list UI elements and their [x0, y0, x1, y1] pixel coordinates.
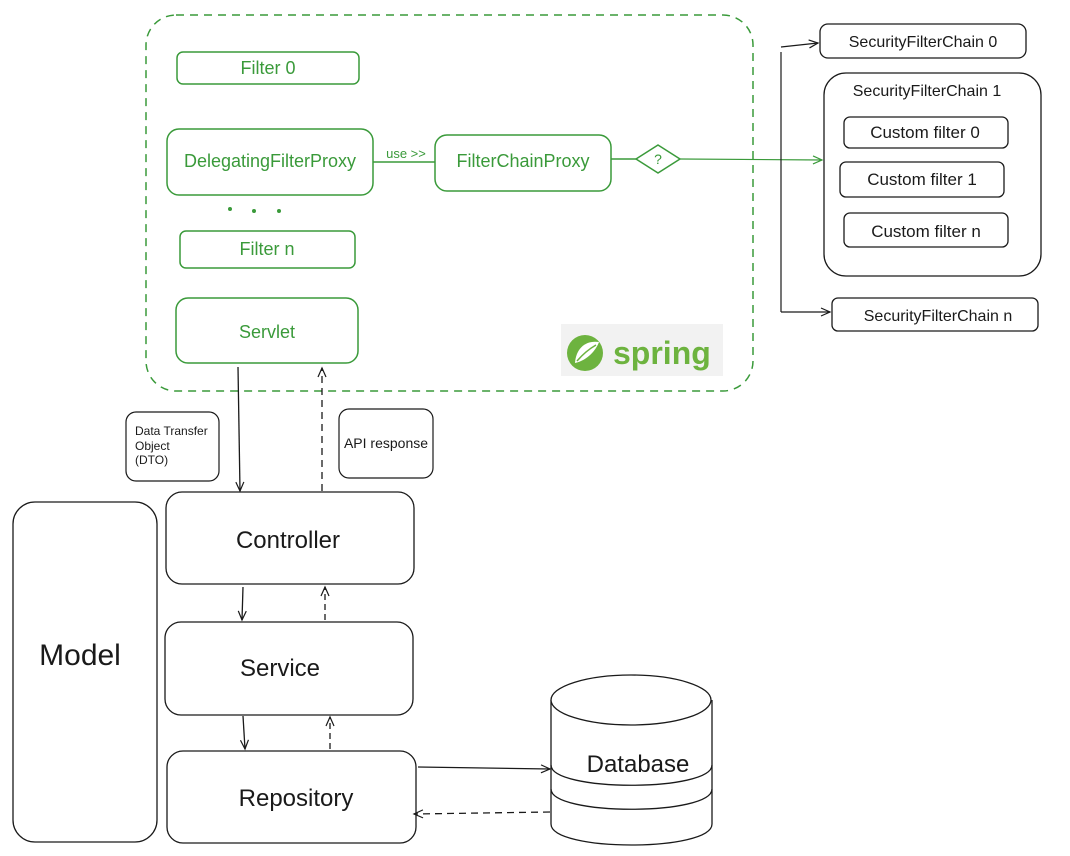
repository-node[interactable]: Repository: [166, 750, 417, 844]
service-node[interactable]: Service: [164, 621, 414, 716]
custom-filter-1-label: Custom filter 1: [867, 170, 977, 189]
servlet-node[interactable]: Servlet: [175, 297, 359, 364]
model-label: Model: [39, 639, 121, 672]
security-filter-chain-0-label: SecurityFilterChain 0: [849, 34, 998, 51]
custom-filter-0-label: Custom filter 0: [870, 123, 980, 142]
security-filter-chain-n-label: SecurityFilterChain n: [864, 308, 1013, 325]
database-to-repository-arrow: [412, 809, 551, 819]
filter-0-label: Filter 0: [240, 58, 295, 78]
filter-0-node[interactable]: Filter 0: [176, 51, 360, 85]
svg-text:Data Transfer Object: Data Transfer Object (DTO): [135, 424, 211, 467]
servlet-to-controller-arrow: [235, 366, 245, 493]
controller-node[interactable]: Controller: [165, 491, 415, 585]
filter-n-label: Filter n: [239, 239, 294, 259]
service-label: Service: [240, 655, 320, 682]
delegating-filter-proxy-label: DelegatingFilterProxy: [184, 151, 356, 171]
dto-note-line-2: Object: [135, 439, 170, 453]
spring-logo: spring: [561, 324, 723, 376]
filter-chain-proxy-label: FilterChainProxy: [456, 151, 589, 171]
security-filter-chain-1-title: SecurityFilterChain 1: [853, 83, 1002, 100]
controller-label: Controller: [236, 527, 340, 554]
decision-diamond: ?: [634, 144, 682, 174]
model-node[interactable]: Model: [12, 501, 158, 843]
use-label: use >>: [386, 146, 426, 161]
custom-filter-n-label: Custom filter n: [871, 222, 981, 241]
repository-label: Repository: [239, 785, 354, 812]
ellipsis-dots: [228, 207, 281, 213]
delegating-filter-proxy-node[interactable]: DelegatingFilterProxy: [166, 128, 374, 196]
security-filter-chain-0[interactable]: SecurityFilterChain 0: [819, 23, 1027, 59]
security-filter-chain-1[interactable]: SecurityFilterChain 1 Custom filter 0 Cu…: [823, 72, 1042, 277]
database-label: Database: [587, 751, 690, 778]
custom-filter-n[interactable]: Custom filter n: [843, 212, 1009, 248]
database-cylinder[interactable]: Database: [550, 674, 713, 846]
decision-label: ?: [654, 151, 662, 167]
filter-n-node[interactable]: Filter n: [179, 230, 356, 269]
custom-filter-1[interactable]: Custom filter 1: [839, 161, 1005, 198]
decision-to-chain-1-arrow: [679, 155, 824, 165]
dto-note-line-1: Data Transfer: [135, 424, 208, 438]
api-response-note: API response: [338, 408, 434, 479]
security-filter-chain-n[interactable]: SecurityFilterChain n: [831, 297, 1039, 332]
dto-note-line-3: (DTO): [135, 453, 168, 467]
spring-container: [145, 14, 754, 392]
api-response-label: API response: [344, 435, 428, 451]
filter-chain-proxy-node[interactable]: FilterChainProxy: [434, 134, 612, 192]
servlet-label: Servlet: [239, 322, 295, 342]
repository-to-database-arrow: [417, 764, 552, 774]
spring-wordmark: spring: [613, 335, 711, 371]
service-to-repository-arrow: [239, 715, 250, 751]
dto-note: Data Transfer Object (DTO): [125, 411, 220, 482]
custom-filter-0[interactable]: Custom filter 0: [843, 116, 1009, 149]
bus-to-chain-0-arrow: [780, 39, 820, 49]
controller-to-service-arrow: [237, 586, 247, 622]
